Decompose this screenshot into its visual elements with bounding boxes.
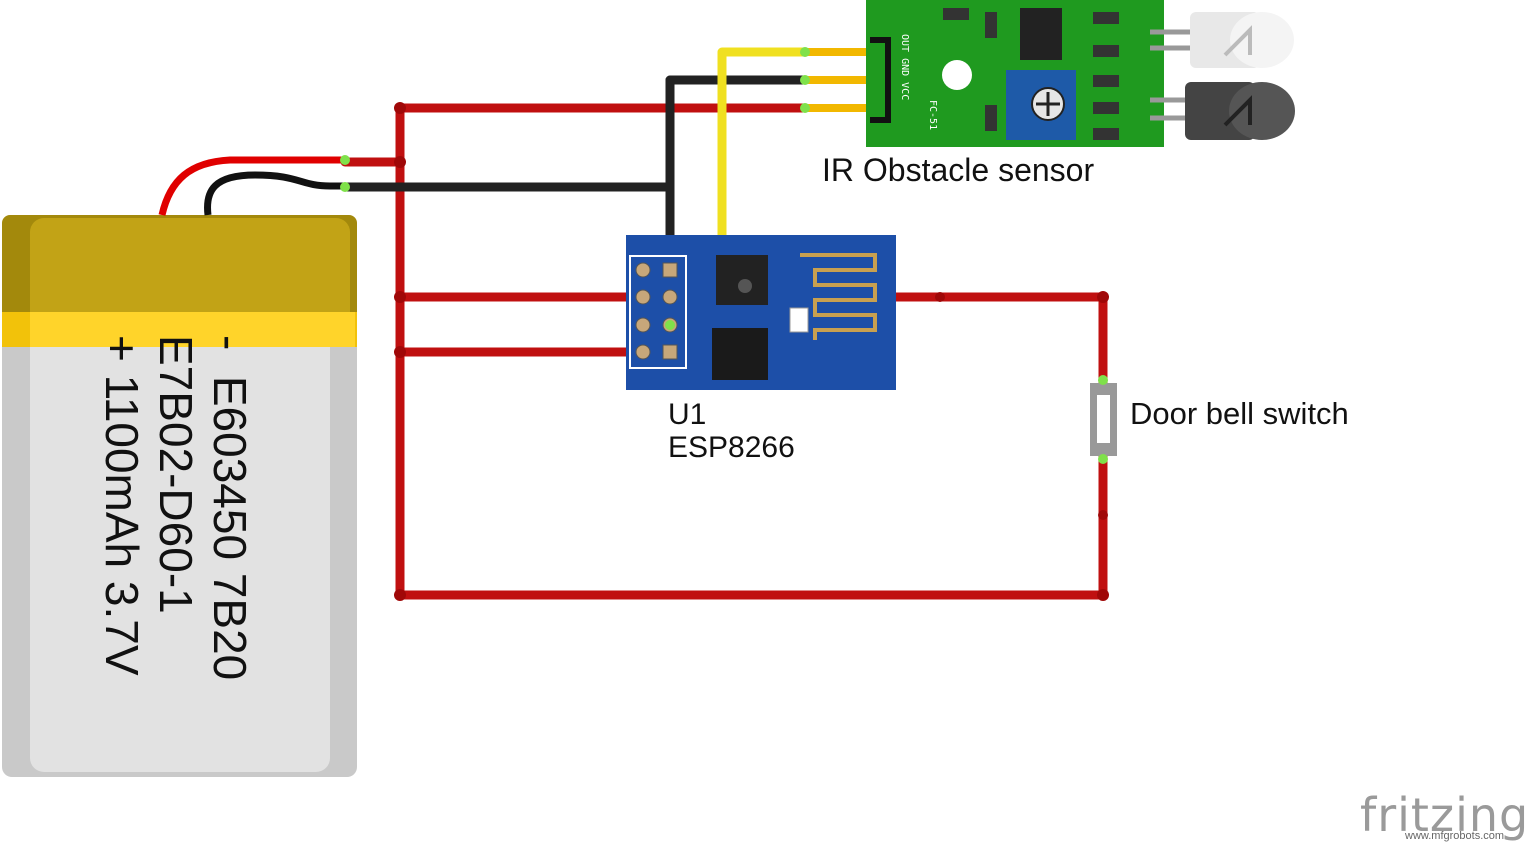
door-switch-label: Door bell switch <box>1130 396 1349 431</box>
battery-label-line-1: - E603450 7B20 <box>204 335 256 681</box>
ir-sensor-label: IR Obstacle sensor <box>822 152 1095 188</box>
esp8266-board <box>626 235 896 390</box>
battery-black-lead <box>204 171 345 216</box>
svg-text:OUT GND VCC: OUT GND VCC <box>899 34 910 100</box>
battery-label-line-3: + 1100mAh 3.7V <box>96 335 148 676</box>
fritzing-logo: fritzing <box>1360 788 1530 842</box>
ir-sensor-board: OUT GND VCC FC-51 <box>866 0 1164 147</box>
esp-label: U1 ESP8266 <box>668 398 795 464</box>
ir-receiver-led <box>1150 82 1295 140</box>
sensor-board-label: FC-51 <box>927 100 938 130</box>
battery-label-line-2: E7B02-D60-1 <box>150 335 202 614</box>
watermark: www.mfgrobots.com <box>1405 830 1505 842</box>
ir-transmitter-led <box>1150 12 1294 68</box>
battery-red-lead <box>158 156 345 216</box>
battery <box>2 215 357 777</box>
door-bell-switch <box>1090 375 1117 464</box>
esp-name: ESP8266 <box>668 431 795 464</box>
esp-ref: U1 <box>668 398 707 431</box>
